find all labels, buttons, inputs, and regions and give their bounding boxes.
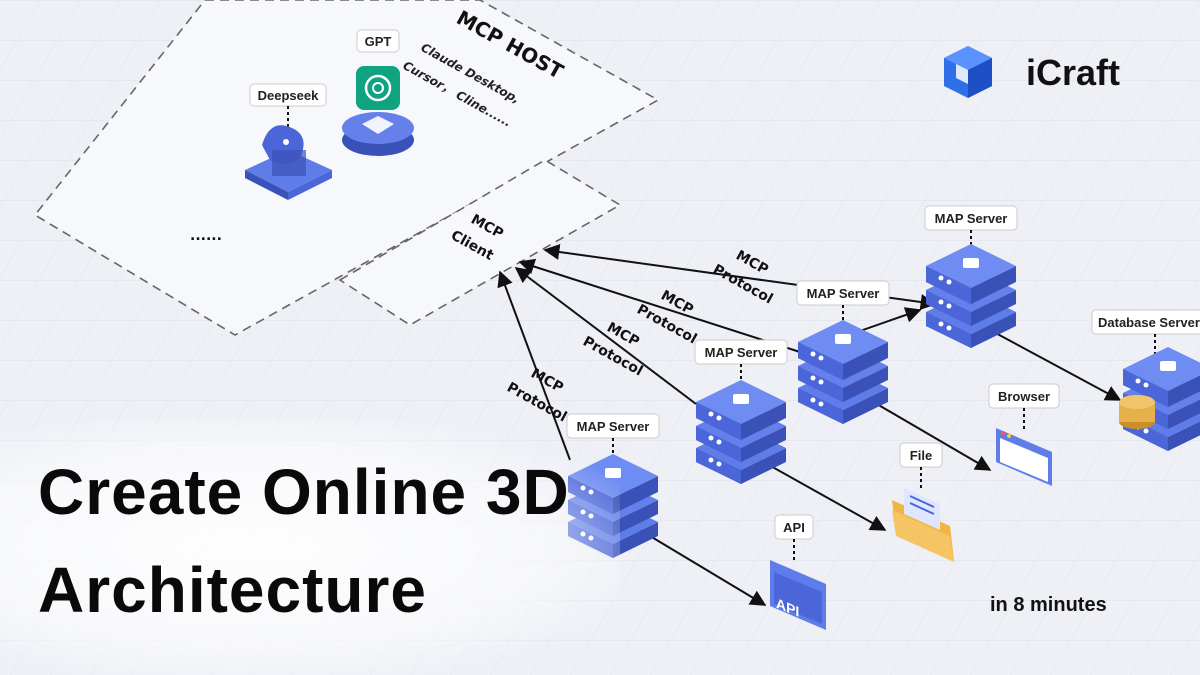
headline-backdrop [0,420,620,675]
file-label: File [910,448,932,463]
openai-logo-icon [356,66,400,110]
browser-node[interactable]: Browser [988,383,1060,486]
browser-label: Browser [998,389,1050,404]
map-server-3[interactable]: MAP Server [694,339,788,484]
server-stack-icon [696,380,786,484]
database-icon [1119,395,1155,429]
headline-line-1: Create Online 3D [38,456,570,528]
database-server-node[interactable]: Database Server [1091,309,1200,451]
browser-window-icon [996,428,1052,486]
headline-line-2: Architecture [38,554,427,626]
deepseek-label: Deepseek [258,88,319,103]
headline-subtitle: in 8 minutes [990,594,1107,616]
map-server-1[interactable]: MAP Server [924,205,1018,348]
gpt-node[interactable]: GPT [342,29,414,156]
map-server-3-label: MAP Server [705,345,778,360]
map-server-2-label: MAP Server [807,286,880,301]
deepseek-whale-icon [245,125,332,200]
mcp-client-plate [338,159,622,326]
server-stack-icon [798,320,888,424]
folder-icon [892,488,954,562]
server-stack-icon [926,244,1016,348]
gpt-label: GPT [365,34,392,49]
map-server-2[interactable]: MAP Server [796,280,890,424]
mcp-host-plate [33,0,660,336]
api-label: API [783,520,805,535]
file-node[interactable]: File [892,442,954,562]
deepseek-node[interactable]: Deepseek [245,83,332,200]
database-server-label: Database Server [1098,315,1200,330]
host-ellipsis: ...... [190,228,222,244]
brand-name: iCraft [1026,52,1121,93]
map-server-1-label: MAP Server [935,211,1008,226]
icraft-cube-logo-icon [944,46,992,98]
